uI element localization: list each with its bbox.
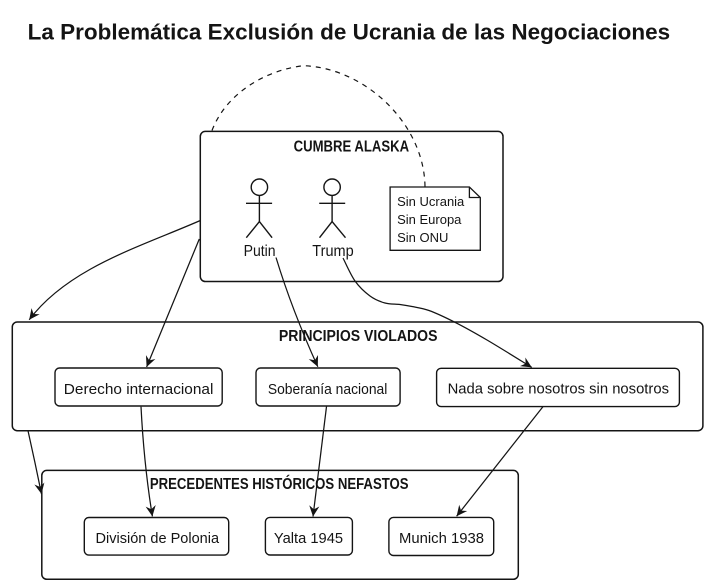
svg-text:PRINCIPIOS VIOLADOS: PRINCIPIOS VIOLADOS xyxy=(279,328,438,345)
svg-text:División de Polonia: División de Polonia xyxy=(96,531,220,547)
svg-text:Nada sobre nosotros sin nosotr: Nada sobre nosotros sin nosotros xyxy=(448,382,669,398)
svg-text:Trump: Trump xyxy=(312,243,353,260)
svg-text:La Problemática Exclusión de U: La Problemática Exclusión de Ucrania de … xyxy=(28,19,670,44)
svg-text:Derecho internacional: Derecho internacional xyxy=(64,382,214,398)
svg-text:Putin: Putin xyxy=(244,243,276,260)
svg-text:Yalta 1945: Yalta 1945 xyxy=(274,531,343,547)
svg-text:PRECEDENTES HISTÓRICOS NEFASTO: PRECEDENTES HISTÓRICOS NEFASTOS xyxy=(150,474,409,493)
svg-text:Munich 1938: Munich 1938 xyxy=(399,531,484,547)
svg-text:Sin Europa: Sin Europa xyxy=(397,212,462,227)
svg-text:CUMBRE ALASKA: CUMBRE ALASKA xyxy=(294,138,410,155)
svg-text:Sin ONU: Sin ONU xyxy=(397,230,448,245)
svg-text:Soberanía nacional: Soberanía nacional xyxy=(268,382,388,398)
svg-text:Sin Ucrania: Sin Ucrania xyxy=(397,194,465,209)
